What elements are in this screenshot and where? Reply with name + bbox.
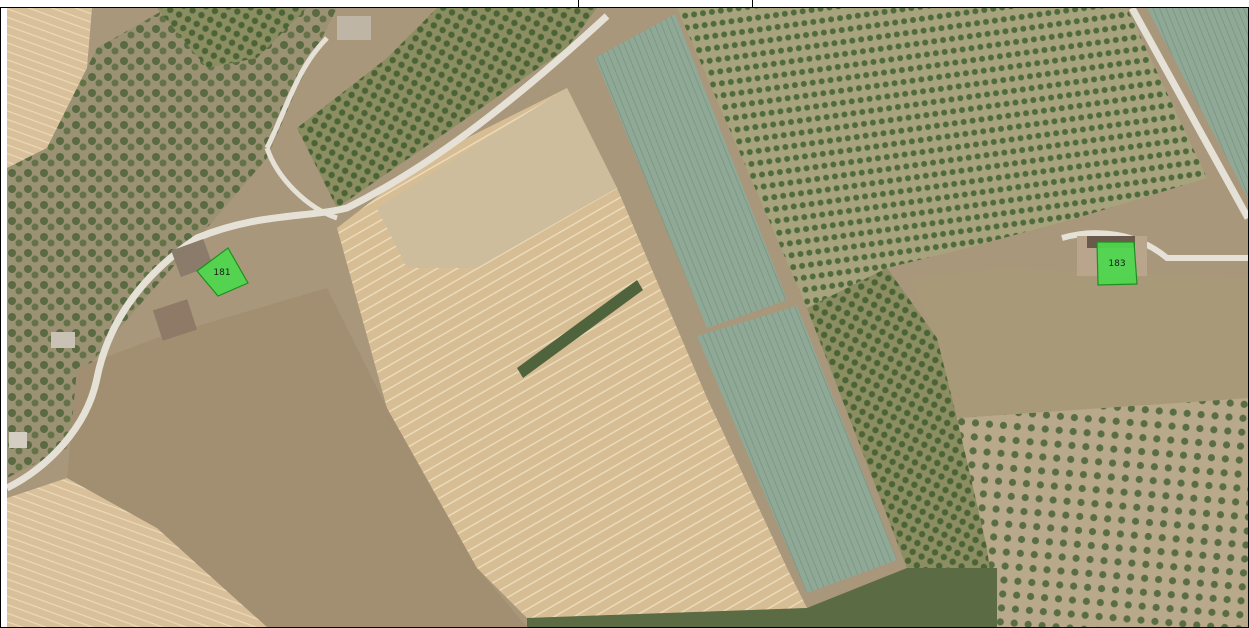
- greenhouse: [697, 306, 897, 593]
- building: [152, 299, 198, 341]
- vegetation-strip: [527, 568, 997, 627]
- orchard: [157, 8, 307, 68]
- top-bar-divider: [752, 0, 753, 8]
- road: [7, 13, 610, 492]
- building: [51, 332, 75, 348]
- building: [337, 16, 371, 40]
- road: [264, 36, 329, 150]
- parcel-181[interactable]: 181: [196, 247, 249, 297]
- dry-field: [377, 88, 617, 268]
- orchard: [807, 268, 1007, 568]
- greenhouse: [595, 14, 787, 328]
- tree-row: [517, 280, 643, 378]
- road: [1061, 230, 1248, 261]
- parcel-183[interactable]: 183: [1096, 241, 1138, 286]
- parcel-181-shape[interactable]: [196, 247, 249, 297]
- dry-field: [7, 8, 92, 168]
- top-bar-divider: [578, 0, 579, 8]
- scrubland: [907, 268, 1248, 418]
- orchard: [297, 8, 597, 208]
- top-bar: [0, 0, 1249, 8]
- road: [1128, 8, 1248, 220]
- parcel-183-shape[interactable]: [1096, 241, 1138, 286]
- fallow-field: [67, 288, 527, 627]
- dry-field: [7, 478, 267, 627]
- scrub-area: [7, 8, 337, 478]
- building: [9, 432, 27, 448]
- parcel-183-label: 183: [1108, 259, 1125, 269]
- road: [264, 147, 338, 221]
- aerial-map-svg[interactable]: 181 183: [7, 8, 1248, 627]
- orchard: [677, 8, 1207, 308]
- aerial-map[interactable]: 181 183: [7, 8, 1248, 627]
- parcel-181-label: 181: [213, 268, 230, 278]
- olive-grove: [957, 398, 1248, 627]
- greenhouse: [1147, 8, 1248, 198]
